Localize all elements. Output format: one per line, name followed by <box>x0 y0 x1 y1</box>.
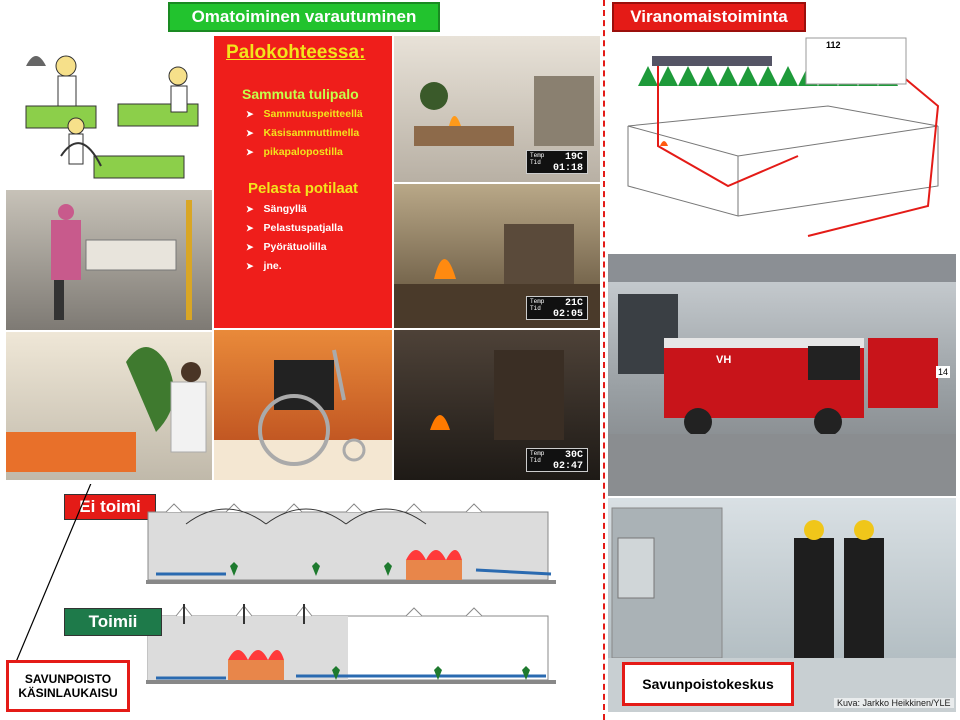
fire-truck-photo: VH 14 <box>608 254 956 496</box>
emergency-number-label: 112 <box>826 40 841 50</box>
list-item: ➤Sängyllä <box>246 203 307 215</box>
wheelchair-drawing <box>214 349 392 480</box>
nurse-sketch-illustration <box>6 36 212 188</box>
right-header-text: Viranomaistoiminta <box>630 7 788 26</box>
nurse-moving-bed-photo <box>6 190 212 330</box>
mattress-rescue-photo <box>6 332 212 480</box>
extinguish-list: ➤Sammutuspeitteellä ➤Käsisammuttimella ➤… <box>246 108 382 158</box>
room-drawing-1 <box>414 76 594 146</box>
arrow-bullet-icon: ➤ <box>246 108 254 119</box>
list-item: ➤Käsisammuttimella <box>246 127 360 139</box>
arrow-bullet-icon: ➤ <box>246 260 254 271</box>
wheelchair-photo <box>214 330 392 480</box>
room-drawing-3 <box>430 350 564 440</box>
working-label: Toimii <box>64 608 162 636</box>
arrow-bullet-icon: ➤ <box>246 127 254 138</box>
left-header-text: Omatoiminen varautuminen <box>191 7 417 26</box>
alarm-system-diagram: 112 <box>608 36 956 252</box>
firefighters-corridor-photo: Savunpoistokeskus Kuva: Jarkko Heikkinen… <box>608 498 956 712</box>
smoke-control-center-label: Savunpoistokeskus <box>622 662 794 706</box>
arrow-bullet-icon: ➤ <box>246 146 254 157</box>
arrow-bullet-icon: ➤ <box>246 203 254 214</box>
list-item: ➤Sammutuspeitteellä <box>246 108 363 120</box>
section-divider <box>603 0 605 720</box>
list-item: ➤Pyörätuolilla <box>246 241 327 253</box>
section-extinguish-heading: Sammuta tulipalo <box>242 86 359 102</box>
list-item: ➤jne. <box>246 260 282 272</box>
fire-instructions-card: Palokohteessa: Sammuta tulipalo ➤Sammutu… <box>214 36 392 328</box>
rescue-list: ➤Sängyllä ➤Pelastuspatjalla ➤Pyörätuolil… <box>246 203 382 272</box>
arrow-bullet-icon: ➤ <box>246 222 254 233</box>
fire-truck-drawing <box>608 254 956 496</box>
list-item: ➤pikapalopostilla <box>246 146 343 158</box>
truck-marking: VH <box>716 354 732 366</box>
arrow-bullet-icon: ➤ <box>246 241 254 252</box>
alarm-diagram-drawing <box>627 37 940 237</box>
left-section-header: Omatoiminen varautuminen <box>168 2 440 32</box>
not-working-label: Ei toimi <box>64 494 156 520</box>
smoke-diagram-drawing <box>15 484 556 684</box>
building-number: 14 <box>936 366 951 378</box>
smoke-ventilation-diagram: Ei toimi Toimii SAVUNPOISTO KÄSINLAUKAIS… <box>6 484 602 718</box>
photo-credit: Kuva: Jarkko Heikkinen/YLE <box>834 698 954 708</box>
fire-card-title: Palokohteessa: <box>226 42 366 63</box>
right-section-header: Viranomaistoiminta <box>612 2 806 32</box>
bed-photo-drawing <box>51 200 192 320</box>
section-rescue-heading: Pelasta potilaat <box>248 180 359 197</box>
manual-smoke-release-label: SAVUNPOISTO KÄSINLAUKAISU <box>6 660 130 712</box>
sketch-drawing <box>25 55 199 179</box>
mattress-drawing <box>6 347 207 472</box>
list-item: ➤Pelastuspatjalla <box>246 222 343 234</box>
